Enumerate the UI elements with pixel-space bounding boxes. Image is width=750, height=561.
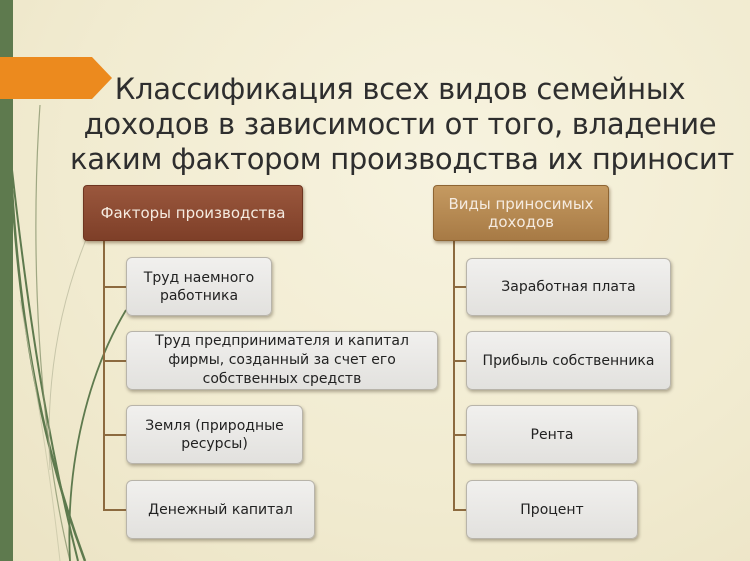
right-connector-4 xyxy=(453,509,467,511)
income-item-label: Рента xyxy=(530,426,574,443)
income-header-label: Виды приносимых доходов xyxy=(448,195,594,231)
factor-item-land: Земля (природные ресурсы) xyxy=(126,405,303,464)
factor-item-label: Денежный капитал xyxy=(148,501,293,518)
right-connector-3 xyxy=(453,434,467,436)
factor-item-label: Труд наемного работника xyxy=(143,269,255,304)
factors-header-label: Факторы производства xyxy=(100,204,286,222)
left-connector-vertical xyxy=(103,241,105,511)
title-line-1: Классификация всех видов семейных xyxy=(114,72,686,106)
right-connector-1 xyxy=(453,286,467,288)
left-connector-1 xyxy=(103,286,127,288)
income-item-owner-profit: Прибыль собственника xyxy=(466,331,671,390)
income-item-rent: Рента xyxy=(466,405,638,464)
income-item-wages: Заработная плата xyxy=(466,258,671,316)
slide-title: Классификация всех видов семейных доходо… xyxy=(70,72,735,177)
factor-item-label: Труд предпринимателя и капитал фирмы, со… xyxy=(155,333,409,387)
left-connector-3 xyxy=(103,434,127,436)
income-item-interest: Процент xyxy=(466,480,638,539)
factor-item-hired-labor: Труд наемного работника xyxy=(126,257,272,316)
factors-of-production-header: Факторы производства xyxy=(83,185,303,241)
title-line-2: доходов в зависимости от того, владение xyxy=(83,107,717,141)
factor-item-label: Земля (природные ресурсы) xyxy=(145,417,284,452)
orange-arrow-decoration xyxy=(0,57,112,99)
factor-item-entrepreneur-labor: Труд предпринимателя и капитал фирмы, со… xyxy=(126,331,438,390)
income-item-label: Заработная плата xyxy=(501,279,636,295)
right-connector-vertical xyxy=(453,241,455,511)
income-item-label: Прибыль собственника xyxy=(482,352,655,369)
left-connector-2 xyxy=(103,360,127,362)
title-line-3: каким фактором производства их приносит xyxy=(70,142,735,176)
right-connector-2 xyxy=(453,360,467,362)
side-bar-decoration xyxy=(0,0,13,561)
factor-item-money-capital: Денежный капитал xyxy=(126,480,315,539)
income-item-label: Процент xyxy=(520,501,584,518)
left-connector-4 xyxy=(103,509,127,511)
income-types-header: Виды приносимых доходов xyxy=(433,185,609,241)
